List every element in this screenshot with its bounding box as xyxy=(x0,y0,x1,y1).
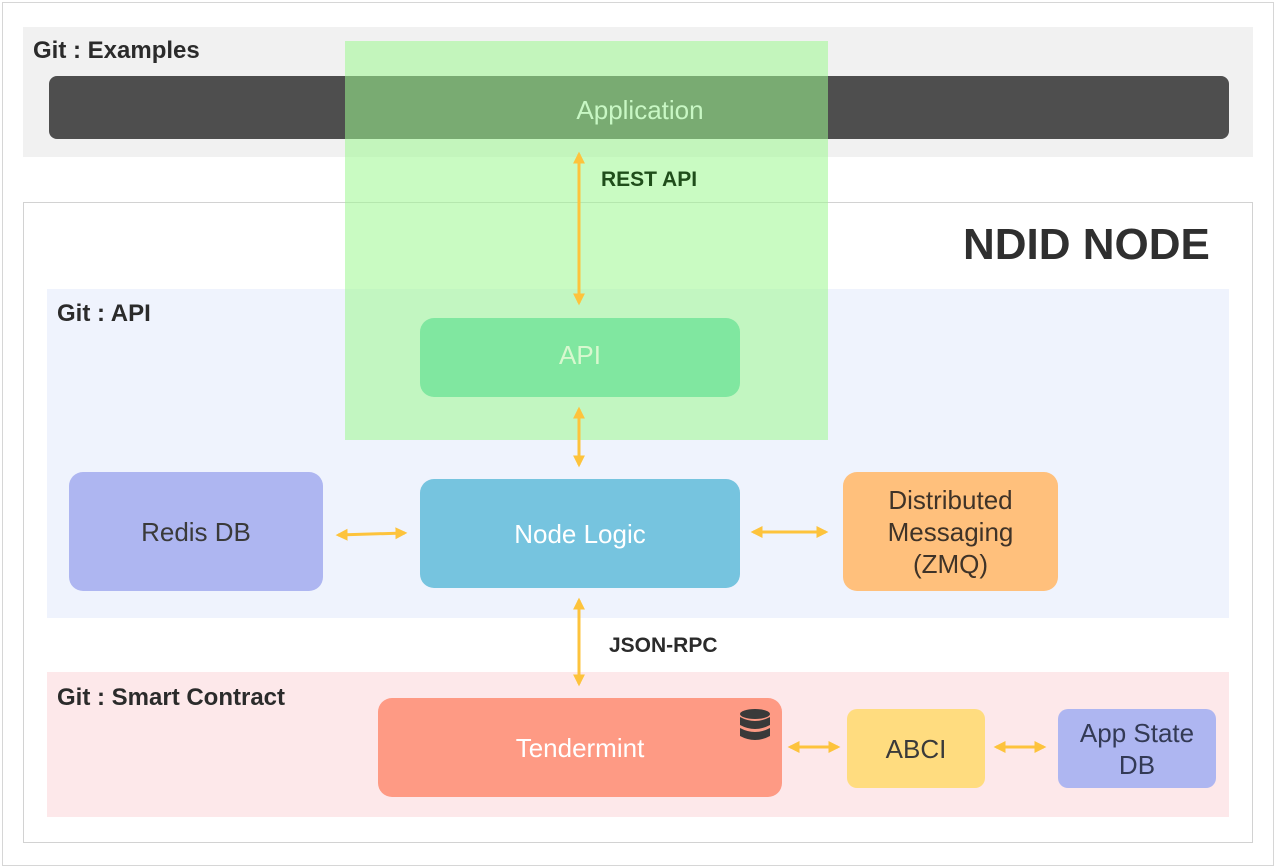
messaging-label-line-2: Messaging xyxy=(887,516,1014,547)
application-label: Application xyxy=(576,95,704,125)
messaging-label-line-3: (ZMQ) xyxy=(912,548,989,579)
distributed-messaging-box: Distributed Messaging (ZMQ) xyxy=(843,472,1058,591)
abci-label: ABCI xyxy=(885,733,947,764)
api-label: API xyxy=(559,340,601,370)
node-logic-label: Node Logic xyxy=(514,518,646,549)
tendermint-box: Tendermint xyxy=(378,698,782,797)
tendermint-label: Tendermint xyxy=(515,732,645,763)
region-examples-label: Git : Examples xyxy=(33,37,200,64)
arrow-redis-node-logic xyxy=(335,527,408,541)
messaging-label-line-1: Distributed xyxy=(888,484,1013,515)
region-smart-contract-label: Git : Smart Contract xyxy=(57,684,286,711)
app-state-db-box: App State DB xyxy=(1058,709,1216,788)
rest-api-label: REST API xyxy=(601,168,698,191)
node-logic-box: Node Logic xyxy=(420,479,740,588)
app-state-db-label-line-1: App State xyxy=(1079,717,1195,748)
abci-box: ABCI xyxy=(847,709,985,788)
json-rpc-label: JSON-RPC xyxy=(609,634,718,657)
redis-db-box: Redis DB xyxy=(69,472,323,591)
redis-db-label: Redis DB xyxy=(141,516,251,547)
ndid-node-title: NDID NODE xyxy=(963,220,1210,269)
app-state-db-label-line-2: DB xyxy=(1118,749,1156,780)
region-api-label: Git : API xyxy=(57,300,151,327)
database-icon xyxy=(738,708,772,746)
